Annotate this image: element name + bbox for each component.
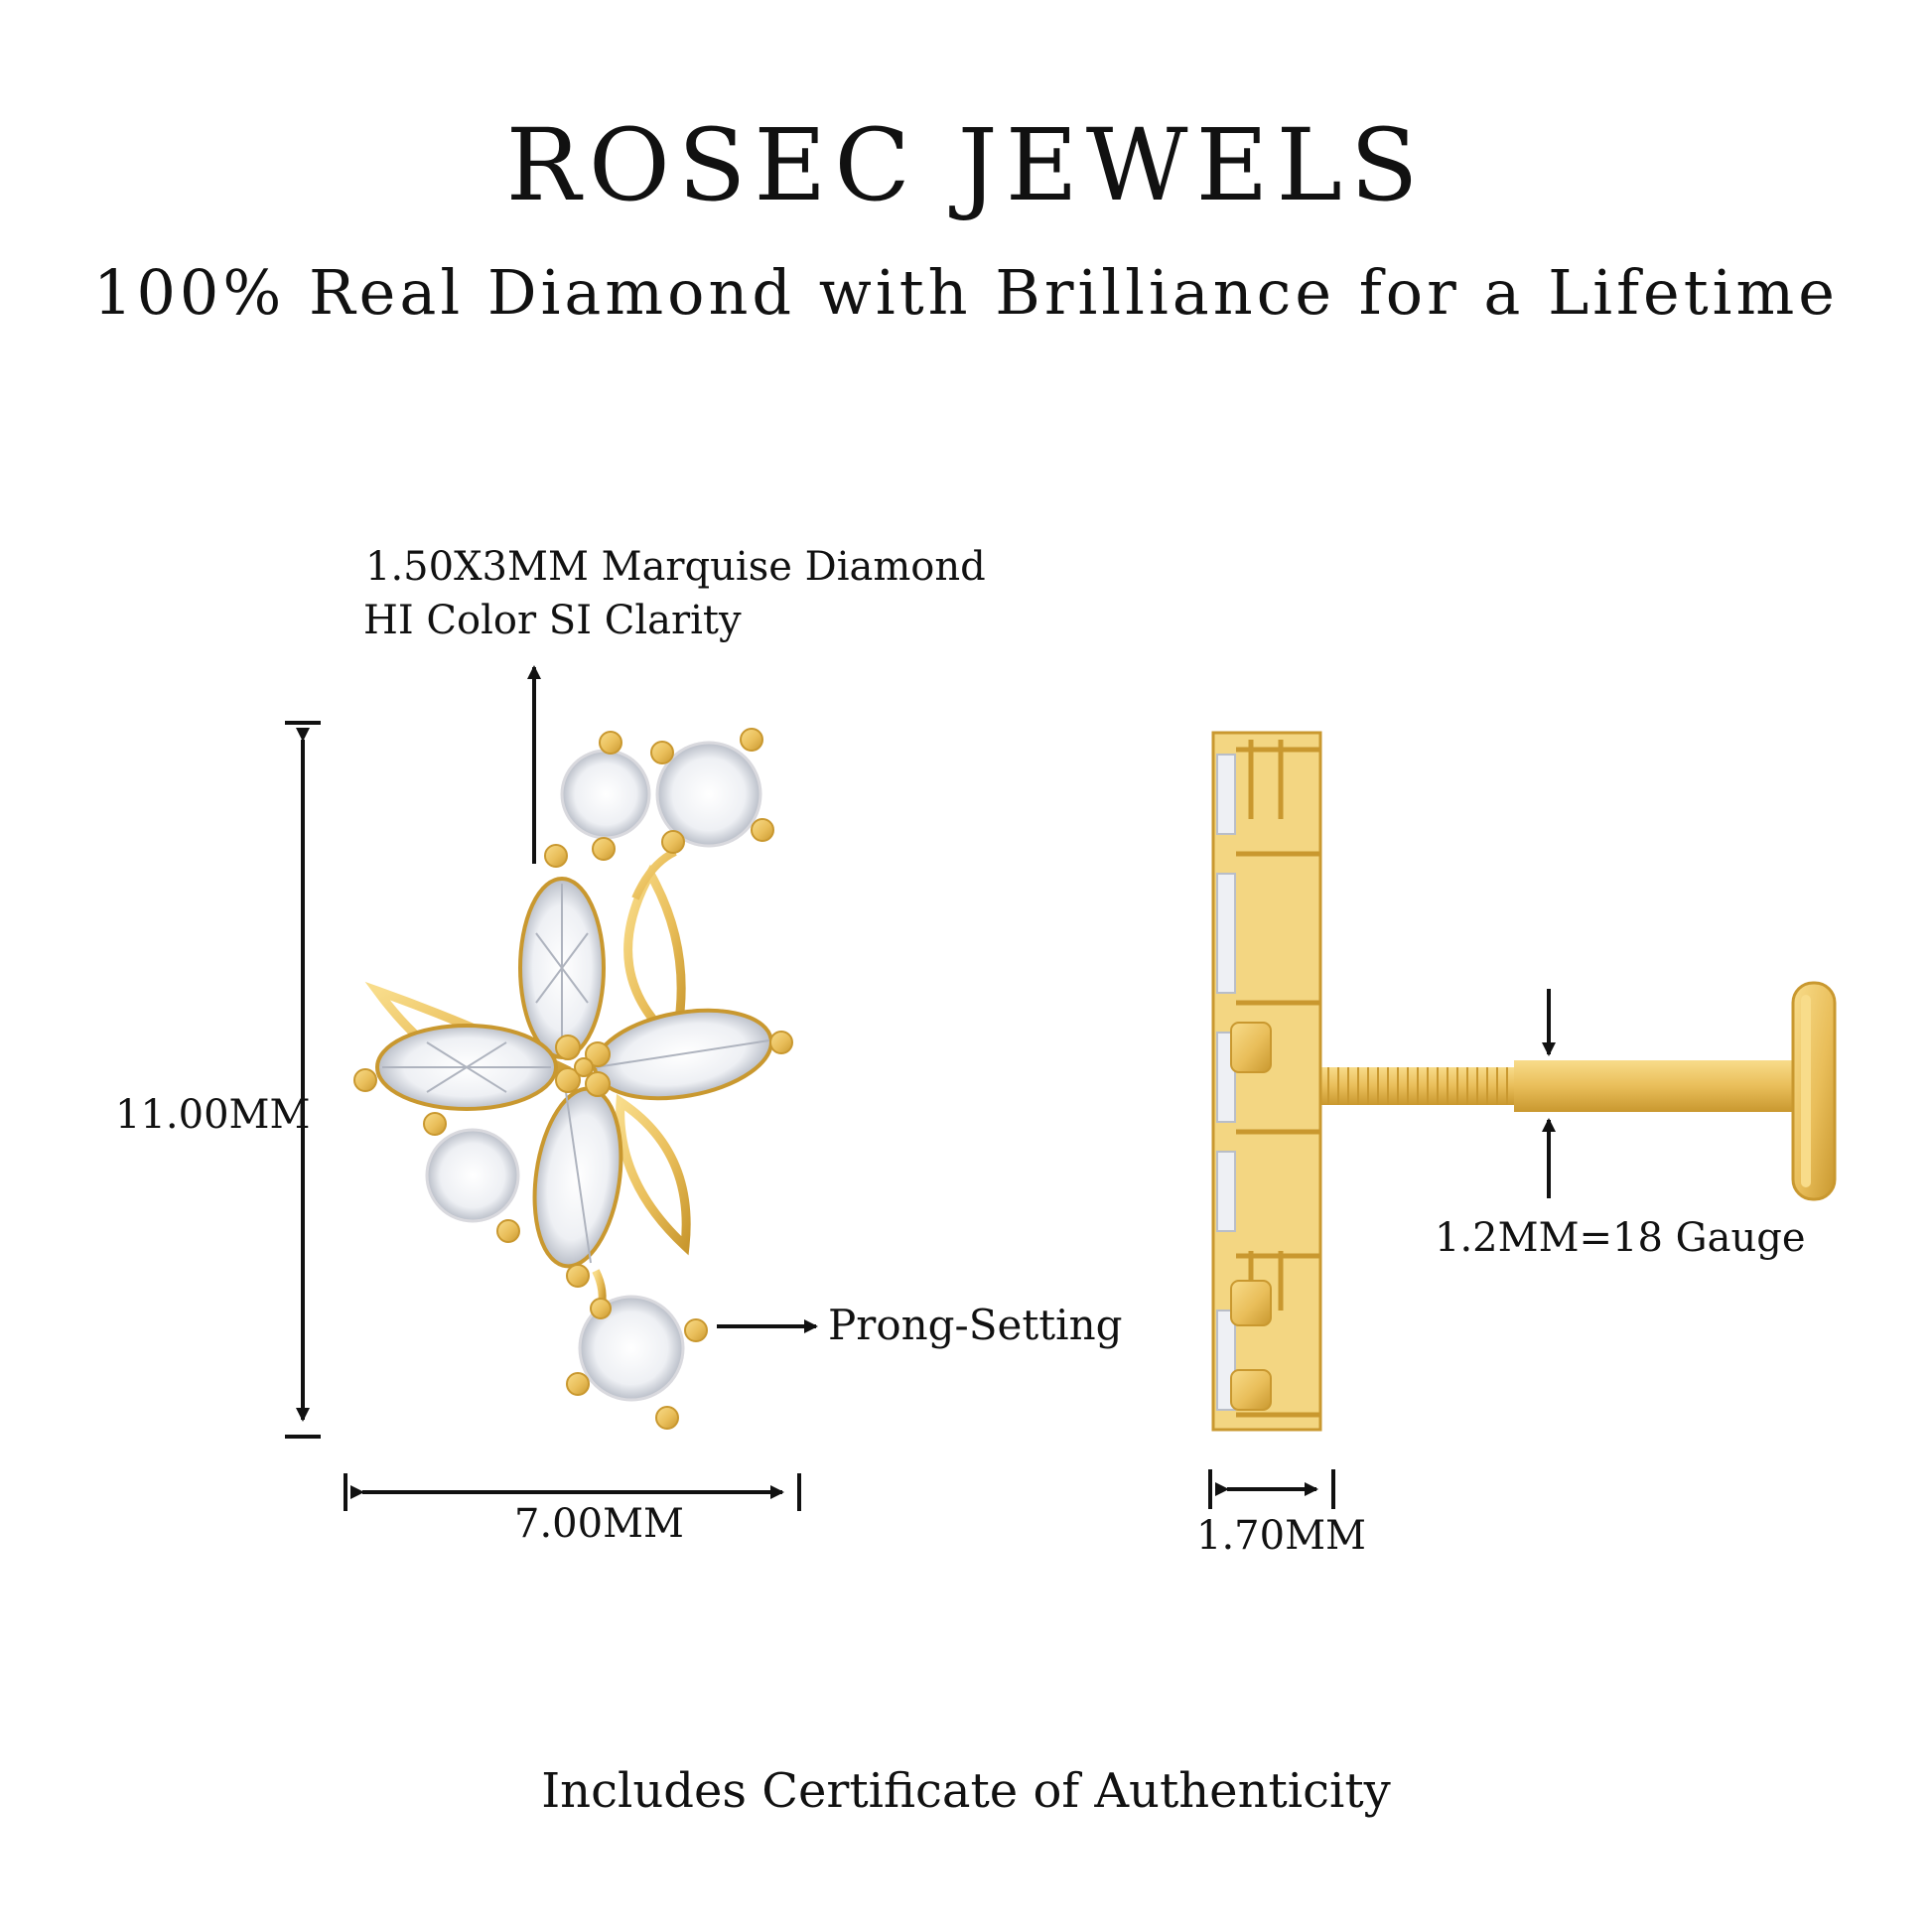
- round-diamond-middle-left: [425, 1128, 520, 1223]
- dimension-lines: [285, 665, 1556, 1511]
- depth-label: 1.70MM: [1196, 1513, 1366, 1559]
- earring-side-view: [1211, 731, 1837, 1432]
- brand-title: ROSEC JEWELS: [505, 107, 1427, 223]
- gold-stem-top: [631, 848, 677, 900]
- height-label: 11.00MM: [115, 1092, 311, 1138]
- stone-spec-line1: 1.50X3MM Marquise Diamond: [365, 544, 986, 590]
- round-diamonds: [425, 741, 762, 1402]
- tagline: 100% Real Diamond with Brilliance for a …: [93, 256, 1839, 329]
- certificate-note: Includes Certificate of Authenticity: [541, 1763, 1391, 1819]
- width-label: 7.00MM: [514, 1501, 684, 1547]
- gold-petal-bottom: [616, 1093, 691, 1256]
- round-diamond-bottom: [578, 1295, 685, 1402]
- round-diamond-top-left: [560, 749, 651, 840]
- earring-front-view: [353, 728, 793, 1430]
- prong-setting-label: Prong-Setting: [828, 1301, 1123, 1349]
- threaded-post: [1320, 1067, 1519, 1105]
- prong-beads: [353, 728, 793, 1430]
- flat-back-disc: [1791, 981, 1837, 1201]
- stone-spec-line2: HI Color SI Clarity: [363, 598, 742, 643]
- smooth-bar: [1514, 1060, 1802, 1112]
- round-diamond-top-right: [655, 741, 762, 848]
- gauge-label: 1.2MM=18 Gauge: [1435, 1215, 1806, 1261]
